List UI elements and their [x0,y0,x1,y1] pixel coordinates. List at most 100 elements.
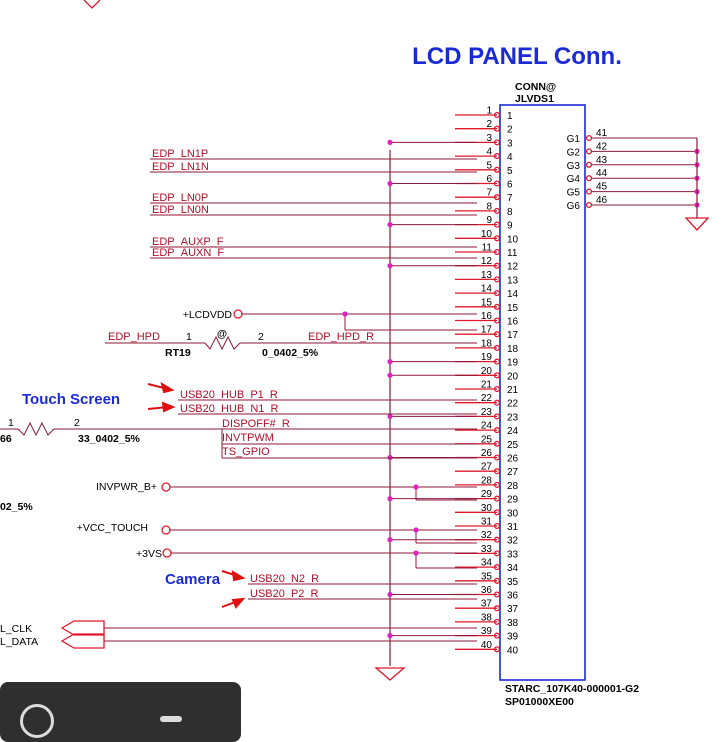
pin-number-outer-27: 27 [481,462,493,473]
g-pin-label-g6: G6 [567,201,581,212]
pin-number-outer-35: 35 [481,571,493,582]
pin-circle-24 [493,427,501,434]
g-pin-circle-45 [585,188,593,195]
pin-number-inner-9: 9 [507,221,513,232]
g-pin-label-g1: G1 [567,134,581,145]
pin-circle-11 [493,248,501,256]
pin-circle-7 [493,194,501,201]
pin-number-outer-4: 4 [486,147,492,158]
pin-circle-14 [493,290,501,297]
net-edp-ln1p: EDP_LN1P [152,148,208,160]
pin-number-inner-33: 33 [507,549,519,560]
pin-number-outer-26: 26 [481,448,493,459]
pin-number-inner-2: 2 [507,125,513,136]
pin-number-inner-38: 38 [507,618,519,629]
pin-circle-18 [493,344,501,351]
pin-circle-16 [493,317,501,324]
ground-symbol-bottom [374,667,406,681]
pin-circle-36 [493,591,501,598]
pin-number-inner-25: 25 [507,440,519,451]
net-edp-hpd-r: EDP_HPD_R [308,331,374,343]
resistor-rt19 [204,335,241,351]
g-pin-circle-42 [585,148,593,155]
pin-circle-15 [493,303,501,310]
g-pin-circle-41 [585,134,593,142]
net-usb-n2: USB20_N2_R [250,573,319,585]
svg-text:02_5%: 02_5% [0,501,33,513]
pin-number-inner-40: 40 [507,645,519,656]
offpage-l-data [60,633,105,649]
pin-circle-28 [493,481,501,488]
ground-junction-23 [387,413,393,419]
pin-circle-9 [493,221,501,228]
pin-number-inner-10: 10 [507,234,519,245]
net-edp-auxn: EDP_AUXN_F [152,247,224,259]
connector-part-number: SP01000XE00 [505,696,574,708]
ground-taps [387,139,477,639]
pin-circle-13 [493,276,501,283]
ground-junction-32 [387,537,393,543]
ground-junction-12 [387,263,393,269]
pin-number-inner-21: 21 [507,385,519,396]
net-dispoff: DISPOFF#_R [222,418,290,430]
page-title: LCD PANEL Conn. [412,43,622,70]
svg-text:@: @ [217,328,227,340]
svg-text:66: 66 [0,433,12,445]
pin-circle-2 [493,125,501,132]
ground-junction-9 [387,222,393,228]
pin-circle-26 [493,454,501,461]
pin-number-inner-34: 34 [507,563,519,574]
resistor-33-value: 33_0402_5% [78,433,141,445]
net-l-clk: L_CLK [0,623,32,635]
pin-number-outer-25: 25 [481,434,493,445]
pin-circle-6 [493,180,501,187]
pin-number-outer-21: 21 [481,380,493,391]
pin-number-outer-16: 16 [481,311,493,322]
pin-circle-37 [493,605,501,612]
pin-number-inner-26: 26 [507,454,519,465]
pin-circle-10 [493,235,501,242]
pin-number-inner-13: 13 [507,275,519,286]
net-ts-gpio: TS_GPIO [222,446,270,458]
pin-circle-1 [493,111,501,119]
svg-text:2: 2 [258,331,264,343]
pin-number-outer-23: 23 [481,407,493,418]
g-pin-number-45: 45 [596,182,608,193]
pin-number-inner-5: 5 [507,166,513,177]
power-invpwr: INVPWR_B+ [96,481,157,493]
g-pin-label-g2: G2 [567,147,581,158]
svg-text:1: 1 [8,417,14,429]
lcdvdd-port [233,309,243,319]
pin-number-inner-36: 36 [507,591,519,602]
pin-circle-20 [493,372,501,379]
pin-circle-31 [493,522,501,530]
rt19-ref: RT19 [165,347,191,359]
pin-circle-4 [493,153,501,160]
svg-text:2: 2 [74,417,80,429]
connector-body [499,104,586,681]
pin-number-inner-30: 30 [507,508,519,519]
net-usb-p2: USB20_P2_R [250,588,319,600]
pin-number-inner-20: 20 [507,371,519,382]
pin-number-inner-31: 31 [507,522,519,533]
pin-number-inner-12: 12 [507,262,519,273]
pin-circle-22 [493,399,501,406]
pin-number-outer-11: 11 [482,243,493,254]
pin-number-outer-10: 10 [481,229,493,240]
connector-ref-name: JLVDS1 [515,93,554,105]
pin-number-outer-5: 5 [486,160,492,171]
pin-circle-17 [493,331,501,338]
net-usb-hub-p1: USB20_HUB_P1_R [180,389,278,401]
offpage-l-clk [60,620,105,636]
g-pin-circle-43 [585,161,593,168]
pin-number-inner-22: 22 [507,399,519,410]
pin-circle-34 [493,564,501,571]
g-pin-label-g4: G4 [567,174,581,185]
pin-number-outer-34: 34 [481,558,493,569]
pin-circle-38 [493,618,501,625]
pin-number-outer-40: 40 [481,640,493,651]
pin-stubs [455,111,501,653]
pin-number-outer-36: 36 [481,585,493,596]
bar-icon [160,716,182,722]
ground-junction-3 [387,139,393,145]
